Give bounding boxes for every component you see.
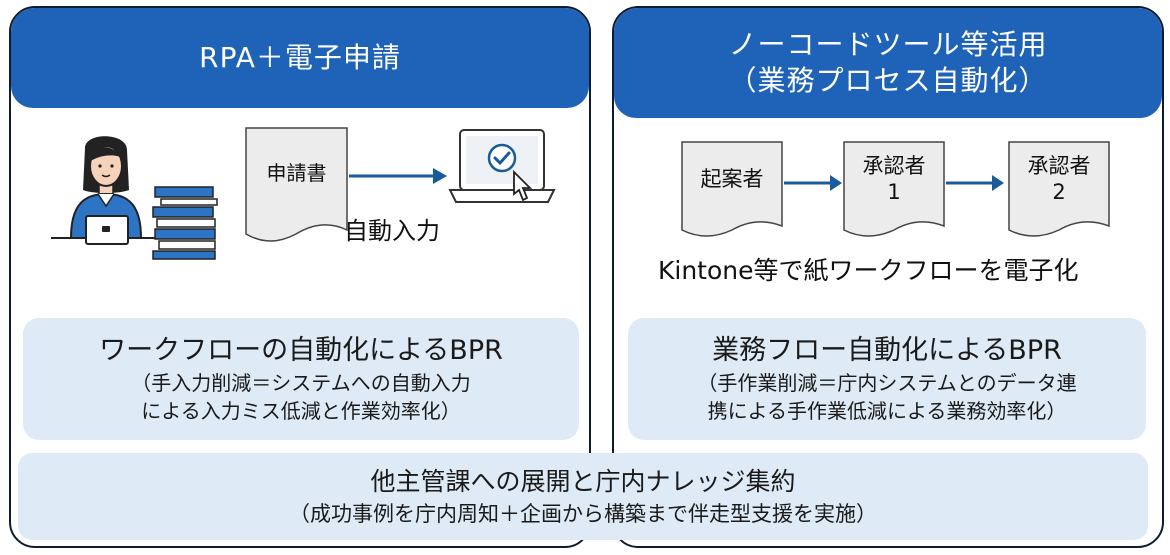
left-bpr-title: ワークフローの自動化によるBPR xyxy=(99,335,503,366)
kintone-caption: Kintone等で紙ワークフローを電子化 xyxy=(658,256,1079,285)
flow-step-approver-1: 承認者 1 xyxy=(862,154,926,204)
flow-step-drafter: 起案者 xyxy=(700,167,764,191)
right-panel-title-line2: （業務プロセス自動化） xyxy=(728,64,1048,97)
right-panel-header: ノーコードツール等活用 （業務プロセス自動化） xyxy=(614,8,1162,118)
right-bpr-line2: 携による手作業低減による業務効率化） xyxy=(707,399,1067,423)
application-form-label: 申請書 xyxy=(266,161,327,185)
knowledge-sharing-box: 他主管課への展開と庁内ナレッジ集約 （成功事例を庁内周知＋企画から構築まで伴走型… xyxy=(18,453,1148,540)
document-icon xyxy=(843,141,945,237)
right-panel-title-line1: ノーコードツール等活用 xyxy=(728,28,1048,61)
knowledge-sharing-subtitle: （成功事例を庁内周知＋企画から構築まで伴走型支援を実施） xyxy=(289,501,877,526)
knowledge-sharing-title: 他主管課への展開と庁内ナレッジ集約 xyxy=(370,466,796,496)
left-bpr-box: ワークフローの自動化によるBPR （手入力削減＝システムへの自動入力 による入力… xyxy=(23,318,579,440)
right-arrow-icon xyxy=(784,175,842,191)
document-icon xyxy=(245,127,348,242)
left-panel-header: RPA＋電子申請 xyxy=(11,8,589,108)
right-bpr-line1: （手作業削減＝庁内システムとのデータ連 xyxy=(697,371,1077,395)
right-bpr-box: 業務フロー自動化によるBPR （手作業削減＝庁内システムとのデータ連 携による手… xyxy=(628,318,1146,440)
document-icon xyxy=(681,141,783,237)
left-bpr-line1: （手入力削減＝システムへの自動入力 xyxy=(131,371,471,395)
right-bpr-title: 業務フロー自動化によるBPR xyxy=(712,335,1062,366)
person-at-laptop-icon xyxy=(51,136,161,245)
left-panel-title: RPA＋電子申請 xyxy=(199,41,401,74)
flow-step-approver-2: 承認者 2 xyxy=(1027,154,1091,204)
laptop-check-cursor-icon xyxy=(448,129,556,203)
stacked-binders-icon xyxy=(152,186,218,260)
auto-input-label: 自動入力 xyxy=(344,217,440,245)
document-icon xyxy=(1008,141,1110,237)
right-arrow-icon xyxy=(349,168,447,184)
left-bpr-line2: による入力ミス低減と作業効率化） xyxy=(141,399,461,423)
right-arrow-icon xyxy=(946,175,1004,191)
